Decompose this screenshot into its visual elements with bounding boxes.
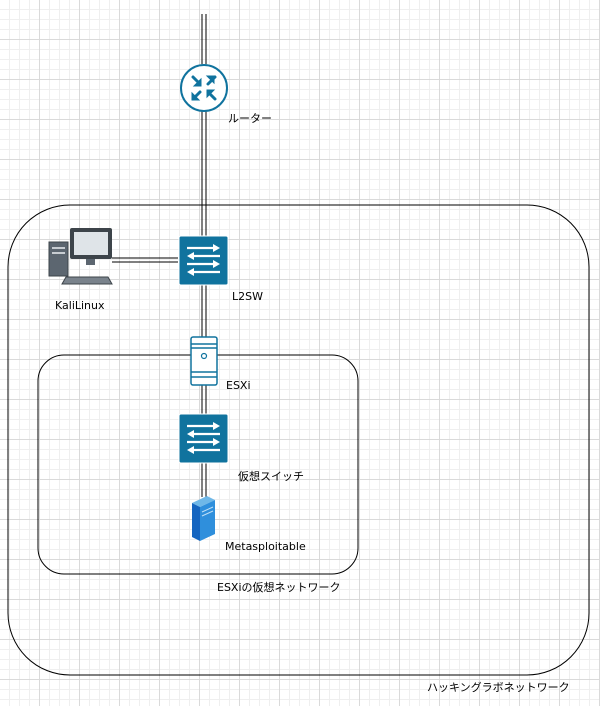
virtual-switch-icon [178,413,229,464]
switch-icon [178,235,229,286]
kali-label: KaliLinux [55,299,105,312]
lab-network-label: ハッキングラボネットワーク [427,681,570,694]
lab-network-boundary [7,204,590,676]
link-esxi-vswitch [201,385,207,414]
desktop-computer-icon [48,228,113,285]
esxi-label: ESXi [226,379,251,392]
link-kali-l2sw [112,257,178,263]
metasploitable-label: Metasploitable [225,540,306,553]
link-vswitch-metasploitable [201,463,207,497]
router-icon [180,64,228,112]
esxi-network-boundary [37,354,359,575]
server-icon [190,336,218,386]
link-uplink-router [201,14,207,64]
link-router-l2sw [201,111,207,236]
l2sw-label: L2SW [232,290,263,303]
esxi-network-label: ESXiの仮想ネットワーク [217,581,341,594]
server-tower-icon [192,496,215,541]
link-l2sw-esxi [201,285,207,337]
router-label: ルーター [228,112,272,125]
vswitch-label: 仮想スイッチ [238,470,304,483]
